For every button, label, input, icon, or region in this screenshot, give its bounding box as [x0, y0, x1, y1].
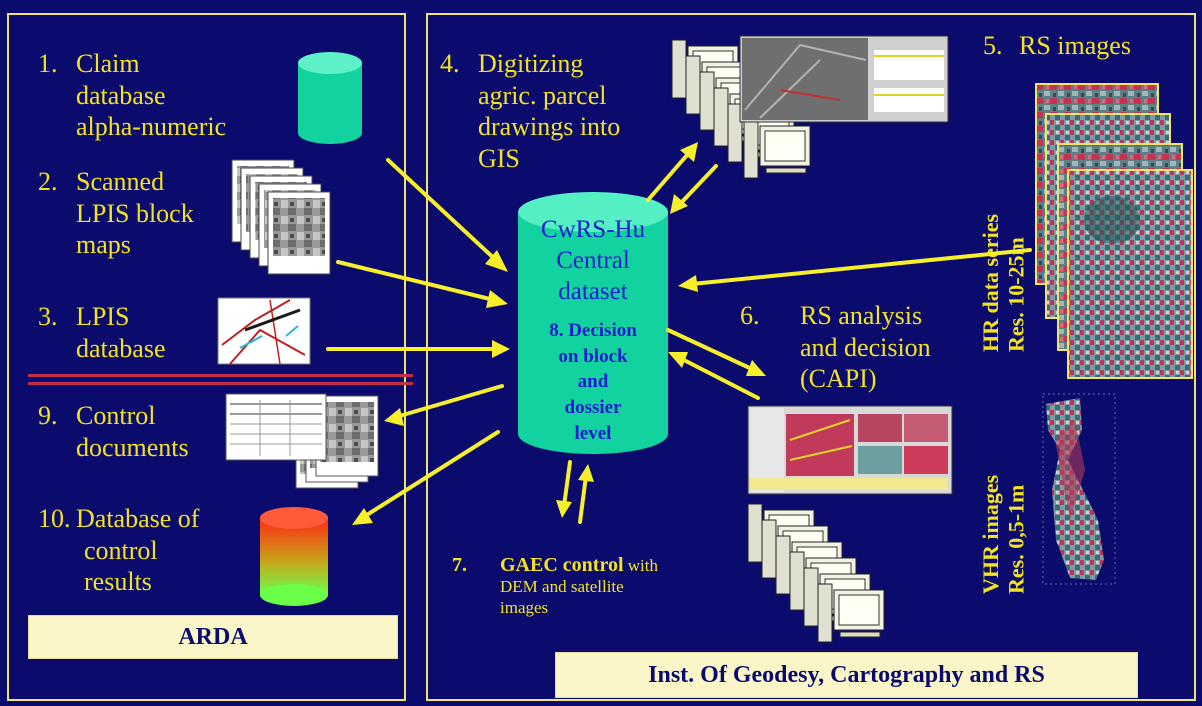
decision-line: on block: [558, 345, 628, 367]
item-9-line: Control: [76, 401, 156, 430]
item-7-bold: GAEC control: [500, 554, 624, 576]
item-1-number: 1.: [38, 49, 58, 78]
decision-text: 8. Decision on block and dossier level: [518, 318, 668, 446]
rs-images-stack: [1035, 83, 1193, 379]
control-documents-icon: [225, 393, 379, 489]
item-1-line: alpha-numeric: [76, 112, 227, 142]
item-3-line: LPIS: [76, 302, 130, 331]
item-5-label: RS images: [1019, 31, 1131, 60]
arrows: [326, 142, 1032, 525]
item-5-number: 5.: [983, 31, 1003, 60]
item-6-line: RS analysis: [800, 301, 923, 330]
item-1-line: database: [76, 80, 166, 110]
item-9-line: documents: [76, 432, 189, 462]
claim-database-icon: [298, 52, 362, 144]
central-line: CwRS-Hu: [540, 216, 646, 243]
decision-line: 8. Decision: [549, 320, 637, 341]
central-line: dataset: [558, 278, 628, 305]
item-10-number: 10.: [38, 504, 71, 533]
item-2-line: LPIS block: [76, 198, 194, 228]
central-dataset-icon: [518, 192, 668, 454]
arda-panel: [7, 13, 406, 701]
item-2-number: 2.: [38, 167, 58, 196]
gis-screenshot: [739, 35, 949, 123]
item-4-line: agric. parcel: [478, 80, 607, 110]
item-2-line: Scanned: [76, 167, 165, 196]
arda-box: ARDA: [28, 615, 398, 659]
institute-box: Inst. Of Geodesy, Cartography and RS: [555, 652, 1138, 698]
separator-line: [28, 374, 413, 377]
institute-panel: [426, 13, 1196, 701]
central-line: Central: [556, 247, 630, 274]
item-2-line: maps: [76, 230, 131, 260]
central-title: CwRS-Hu Central dataset: [518, 214, 668, 307]
lpis-map-icon: [217, 297, 311, 365]
decision-line: level: [574, 422, 612, 444]
item-1-line: Claim: [76, 49, 140, 78]
item-9-number: 9.: [38, 401, 58, 430]
item-6-line: (CAPI): [800, 364, 877, 394]
item-7-number: 7.: [452, 554, 467, 576]
separator-line: [28, 382, 413, 385]
results-database-icon: [260, 507, 328, 606]
vhr-image: [1042, 393, 1116, 585]
item-3-number: 3.: [38, 302, 58, 331]
item-7-rest: with: [623, 556, 658, 575]
computers-icon: [747, 503, 885, 643]
item-5: 5. RS images: [983, 30, 1131, 62]
item-3-line: database: [76, 333, 166, 363]
item-10-line: Database of: [76, 504, 200, 533]
item-4-number: 4.: [440, 49, 460, 78]
item-4-line: Digitizing: [478, 49, 584, 78]
item-4-line: GIS: [478, 144, 520, 174]
item-7-line: DEM and satellite: [500, 577, 624, 597]
decision-line: and: [577, 371, 609, 393]
item-10-line: results: [84, 567, 152, 597]
item-4-line: drawings into: [478, 112, 621, 142]
item-6-line: and decision: [800, 332, 931, 362]
item-7-line: images: [500, 598, 549, 618]
item-6-number: 6.: [740, 301, 760, 330]
capi-screenshot: [747, 405, 953, 495]
scanned-maps-icon: [231, 159, 331, 275]
decision-line: dossier: [564, 396, 622, 418]
item-10-line: control: [84, 535, 158, 565]
